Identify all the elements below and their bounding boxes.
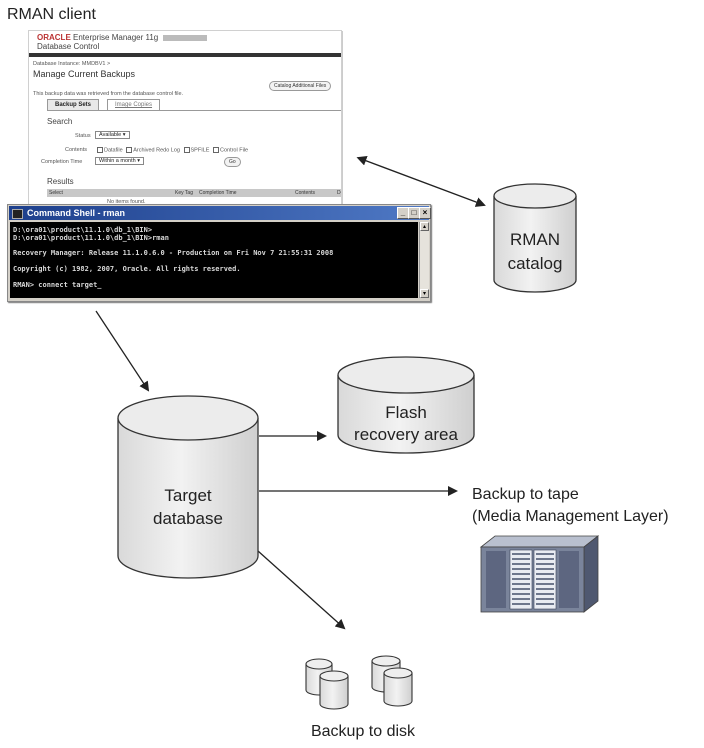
checkbox-control-file[interactable]	[212, 147, 219, 153]
rman-catalog-label-line1: RMAN	[509, 230, 561, 249]
em-status-label: Status	[75, 133, 91, 139]
em-tab-divider	[47, 110, 341, 111]
backup-to-tape-label: Backup to tape (Media Management Layer)	[472, 484, 702, 528]
arrow-em-to-catalog	[356, 156, 486, 207]
console-prompt-line: RMAN> connect target_	[13, 281, 102, 289]
em-results-heading: Results	[47, 177, 74, 186]
em-completion-label: Completion Time	[41, 159, 83, 165]
console-line: Recovery Manager: Release 11.1.0.6.0 - P…	[13, 249, 334, 257]
checkbox-spfile[interactable]	[183, 147, 190, 153]
flash-recovery-cylinder	[337, 356, 475, 454]
table-header-de: De	[335, 189, 341, 197]
flash-recovery-label-line2: recovery area	[354, 425, 458, 444]
console-line: Copyright (c) 1982, 2007, Oracle. All ri…	[13, 265, 241, 273]
em-brand: ORACLE	[37, 33, 71, 42]
rman-catalog-cylinder	[493, 183, 577, 293]
em-breadcrumb[interactable]: Database Instance: MMDBV1 >	[33, 61, 111, 67]
go-button[interactable]: Go	[224, 157, 241, 167]
tape-device-icon	[479, 535, 600, 613]
contents-option-control-file: Control File	[219, 147, 249, 154]
status-select-value: Available	[99, 132, 122, 138]
backup-to-tape-label-line1: Backup to tape	[472, 486, 579, 503]
disk-stack-left	[305, 658, 349, 710]
tab-image-copies[interactable]: Image Copies	[107, 99, 161, 110]
console-scrollbar[interactable]: ▴ ▾	[419, 222, 429, 298]
backup-to-tape-label-line2: (Media Management Layer)	[472, 508, 669, 525]
completion-time-value: Within a month	[99, 158, 136, 164]
table-header-key-tag: Key Tag	[79, 189, 198, 197]
diagram-title: RMAN client	[7, 6, 96, 23]
em-contents-label: Contents	[65, 147, 88, 153]
catalog-additional-files-button[interactable]: Catalog Additional Files	[269, 81, 332, 91]
contents-option-datafile: Datafile	[104, 147, 123, 154]
scroll-down-arrow-icon[interactable]: ▾	[420, 289, 429, 298]
em-contents-options: Datafile Archived Redo Log SPFILE Contro…	[95, 147, 248, 153]
em-blurred-version	[163, 34, 208, 41]
maximize-button[interactable]: □	[408, 207, 420, 219]
rman-catalog-label-line2: catalog	[507, 254, 563, 273]
em-page-title: Manage Current Backups	[33, 69, 136, 79]
arrow-target-to-disk	[257, 550, 346, 630]
disk-stack-right	[371, 655, 413, 707]
completion-time-select[interactable]: Within a month ▾	[95, 157, 144, 165]
em-subtitle: Database Control	[37, 42, 100, 51]
flash-recovery-label-line1: Flash	[385, 403, 427, 422]
em-search-heading: Search	[47, 117, 73, 126]
em-header: ORACLE Enterprise Manager 11g Database C…	[29, 31, 341, 53]
target-database-label-line2: database	[153, 509, 223, 528]
command-shell-titlebar[interactable]: Command Shell - rman _ □ ×	[9, 206, 431, 220]
status-select[interactable]: Available ▾	[95, 131, 130, 139]
console-line: D:\ora01\product\11.1.0\db_1\BIN>	[13, 226, 153, 234]
contents-option-archived-redo-log: Archived Redo Log	[133, 147, 180, 154]
flash-recovery-label: Flash recovery area	[338, 402, 474, 446]
em-logo: ORACLE Enterprise Manager 11g Database C…	[37, 33, 208, 51]
checkbox-archived-redo-log[interactable]	[126, 147, 133, 153]
target-database-cylinder	[117, 395, 259, 579]
em-product: Enterprise Manager 11g	[73, 33, 159, 42]
arrow-shell-to-target	[95, 310, 150, 392]
tab-backup-sets[interactable]: Backup Sets	[47, 99, 100, 110]
command-shell-title: Command Shell - rman	[27, 208, 126, 218]
console-icon	[12, 208, 23, 219]
contents-option-spfile: SPFILE	[190, 147, 210, 154]
table-header-completion-time: Completion Time	[197, 189, 294, 197]
table-empty-message: No items found.	[107, 199, 146, 205]
table-header-contents: Contents	[293, 189, 336, 197]
rman-catalog-label: RMAN catalog	[494, 228, 576, 276]
table-header-select: Select	[47, 189, 80, 197]
command-shell-console[interactable]: D:\ora01\product\11.1.0\db_1\BIN> D:\ora…	[10, 222, 418, 298]
target-database-label: Target database	[118, 484, 258, 530]
enterprise-manager-window: ORACLE Enterprise Manager 11g Database C…	[28, 30, 342, 210]
console-line: D:\ora01\product\11.1.0\db_1\BIN>rman	[13, 234, 169, 242]
close-button[interactable]: ×	[419, 207, 431, 219]
em-notice: This backup data was retrieved from the …	[33, 91, 184, 97]
checkbox-datafile[interactable]	[97, 147, 103, 153]
em-header-bar	[29, 53, 341, 57]
scroll-up-arrow-icon[interactable]: ▴	[420, 222, 429, 231]
backup-to-disk-label: Backup to disk	[310, 723, 416, 740]
target-database-label-line1: Target	[164, 486, 212, 505]
command-shell-window: Command Shell - rman _ □ × D:\ora01\prod…	[7, 204, 431, 302]
